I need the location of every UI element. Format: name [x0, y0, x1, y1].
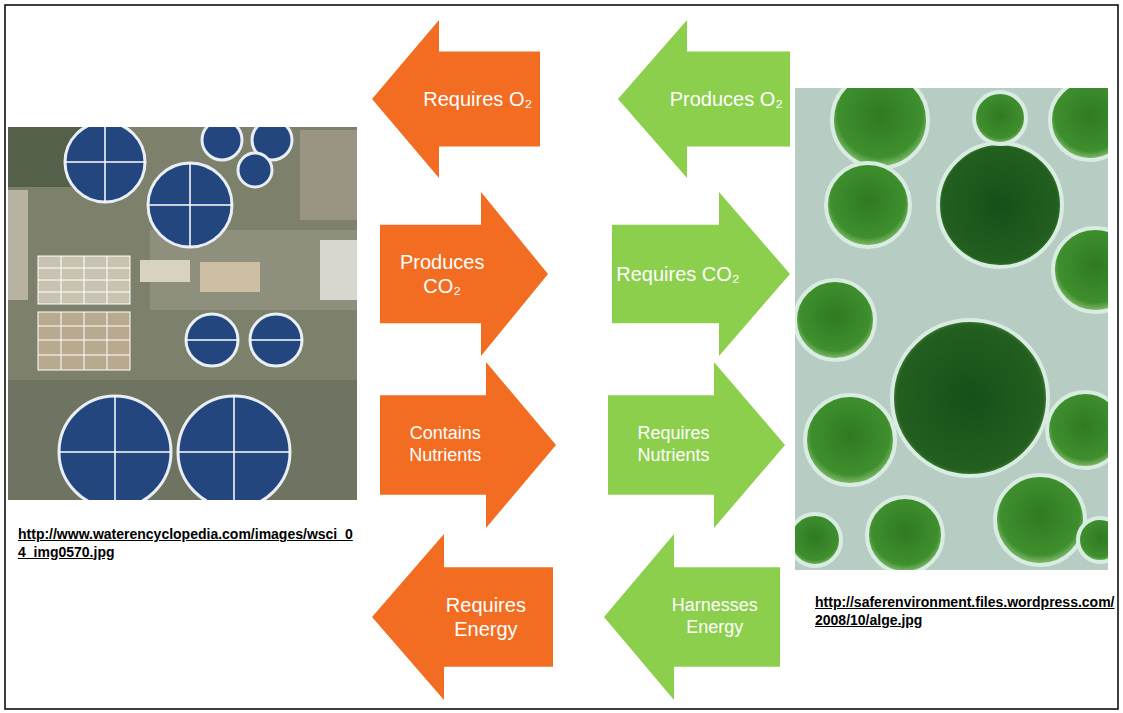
arrow-text-area: Produces O₂ [667, 56, 786, 143]
illustration-part [1050, 88, 1108, 160]
arrow-label: Contains Nutrients [384, 423, 507, 466]
arrow-text-area: Requires Energy [423, 571, 549, 663]
arrow-outline [380, 192, 548, 356]
illustration-part [178, 396, 290, 500]
illustration-part [805, 395, 895, 485]
right-arrow: Requires Nutrients [608, 362, 785, 528]
arrow-shape [380, 192, 548, 356]
left-arrow: Requires O₂ [372, 20, 540, 178]
illustration-part [300, 130, 357, 220]
illustration-part [148, 163, 232, 247]
right-arrow: Requires CO₂ [612, 192, 790, 356]
illustration-part [250, 339, 302, 341]
arrow-text-area: Requires O₂ [420, 56, 536, 143]
illustration-part [795, 88, 1108, 570]
illustration-part [38, 256, 130, 370]
arrow-label: Produces CO₂ [384, 250, 500, 298]
arrow-text-area: Produces CO₂ [384, 229, 500, 319]
arrow-label: Requires Nutrients [612, 423, 735, 466]
illustration-part [974, 92, 1026, 144]
illustration-part [867, 497, 943, 570]
illustration-part [61, 256, 62, 304]
left-arrow: Harnesses Energy [604, 534, 780, 700]
illustration-part [233, 396, 235, 500]
illustration-part [938, 143, 1062, 267]
arrow-outline [608, 362, 785, 528]
illustration-part [186, 314, 238, 366]
arrow-outline [618, 20, 790, 178]
illustration-part [84, 312, 85, 370]
illustration-part [892, 320, 1048, 476]
arrow-shape [372, 534, 553, 700]
arrow-outline [604, 534, 780, 700]
arrow-label: Requires O₂ [423, 87, 532, 111]
illustration-part [795, 514, 841, 566]
picture-frame [5, 5, 1118, 709]
illustration-part [107, 312, 108, 370]
illustration-part [107, 256, 108, 304]
left-arrow: Produces O₂ [618, 20, 790, 178]
illustration-part [795, 280, 875, 360]
arrow-text-area: Contains Nutrients [384, 399, 507, 491]
arrow-text-area: Requires Nutrients [612, 399, 735, 491]
source-url: http://www.waterencyclopedia.com/images/… [18, 526, 356, 561]
illustration-part [65, 127, 145, 202]
arrow-text-area: Requires CO₂ [616, 229, 740, 319]
source-url: http://saferenvironment.files.wordpress.… [815, 594, 1115, 629]
illustration-part [1078, 518, 1108, 562]
illustration-part [186, 339, 238, 341]
arrow-label: Requires Energy [423, 593, 549, 641]
illustration-part [1047, 392, 1108, 468]
illustration-part [320, 240, 357, 300]
illustration-part [140, 260, 190, 282]
illustration-part [238, 153, 272, 187]
treatment-plant-photo [8, 127, 357, 500]
illustration-part [202, 127, 242, 160]
arrow-text-area: Harnesses Energy [654, 571, 777, 663]
illustration-part [84, 256, 85, 304]
illustration-part [826, 163, 910, 247]
right-arrow: Produces CO₂ [380, 192, 548, 356]
illustration-part [59, 396, 171, 500]
illustration-part [250, 314, 302, 366]
illustration-part [104, 127, 106, 202]
illustration-part [114, 396, 116, 500]
right-arrow: Contains Nutrients [380, 362, 556, 528]
algae-photo [795, 88, 1108, 570]
illustration-part [200, 262, 260, 292]
illustration-part [795, 88, 1108, 570]
illustration-part [995, 475, 1085, 565]
arrow-outline [372, 20, 540, 178]
arrow-outline [380, 362, 556, 528]
left-arrow: Requires Energy [372, 534, 553, 700]
illustration-part [38, 256, 130, 304]
arrow-label: Requires CO₂ [616, 262, 739, 286]
illustration-part [8, 190, 28, 300]
illustration-part [61, 312, 62, 370]
illustration-part [1053, 228, 1108, 312]
illustration-part [59, 127, 302, 500]
illustration-part [832, 88, 928, 168]
arrow-label: Harnesses Energy [654, 595, 777, 638]
illustration-part [189, 163, 191, 247]
arrow-outline [612, 192, 790, 356]
arrow-label: Produces O₂ [670, 87, 783, 111]
illustration-part [38, 312, 130, 370]
arrow-outline [372, 534, 553, 700]
illustration-part [59, 127, 302, 500]
